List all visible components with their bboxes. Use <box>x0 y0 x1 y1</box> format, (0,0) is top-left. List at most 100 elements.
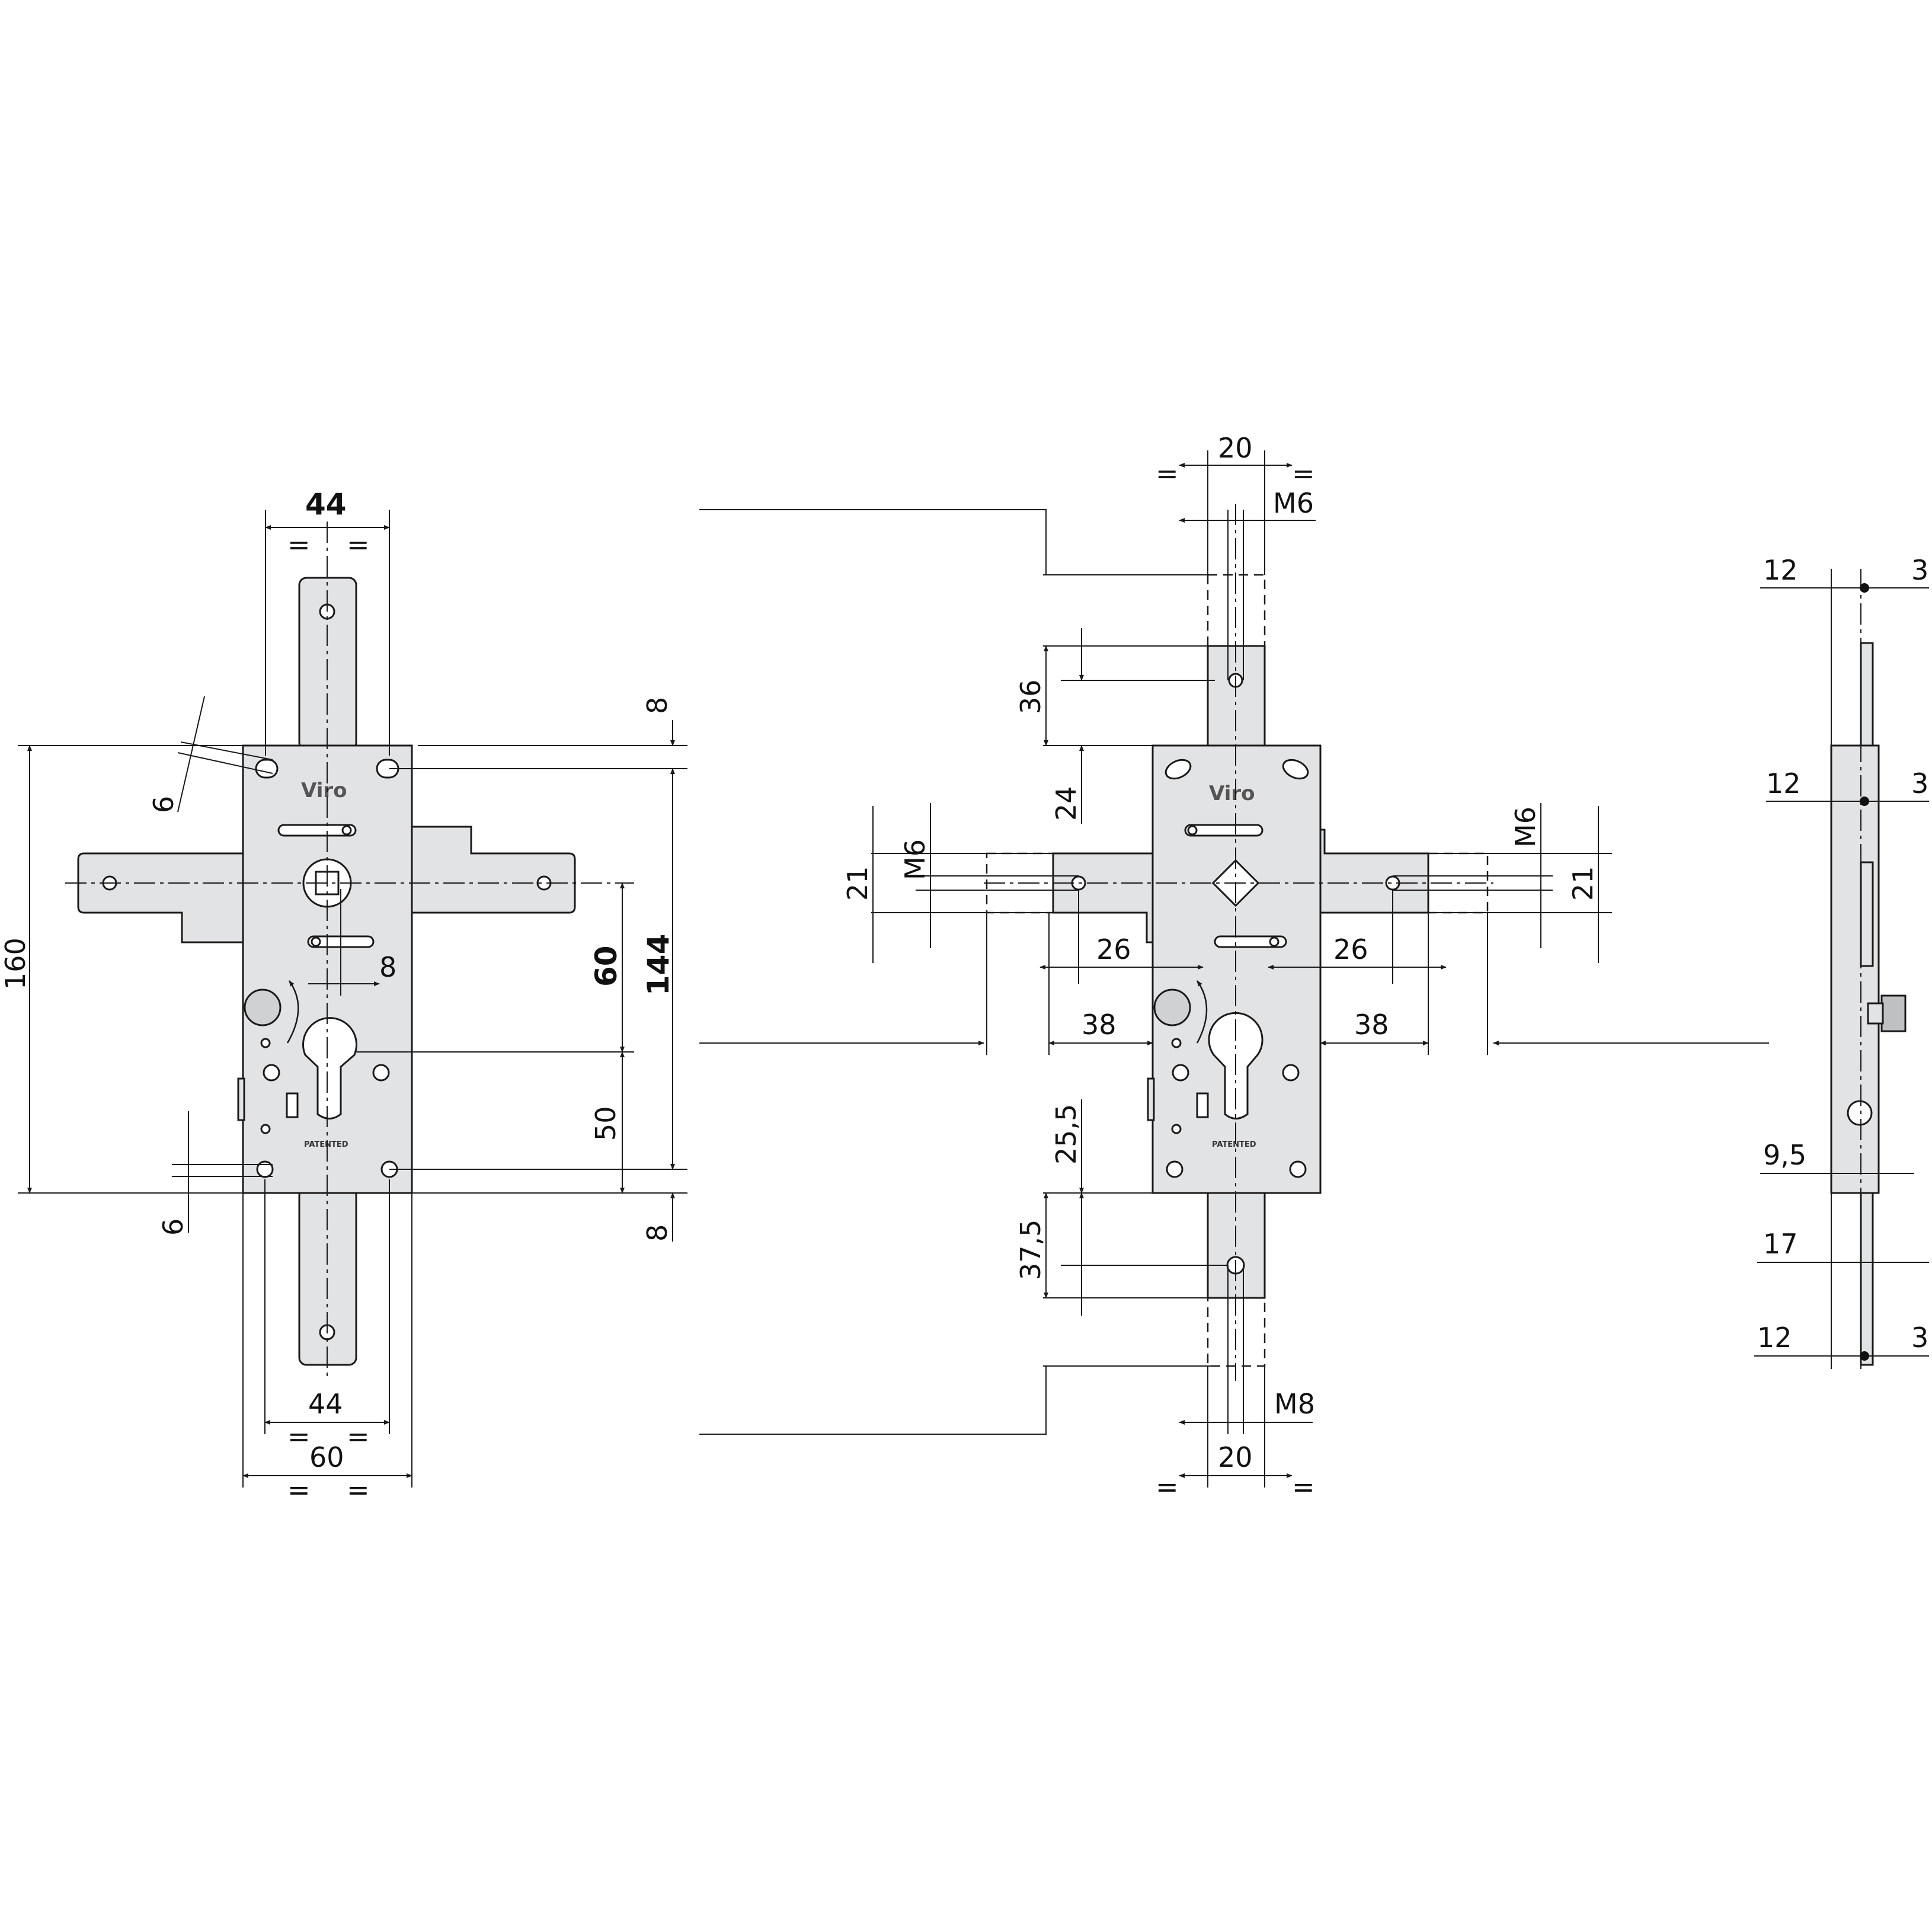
front-latch-notch <box>286 1092 299 1118</box>
front-equal-b3: = <box>287 1474 311 1506</box>
front-dim-160: 160 <box>0 938 31 990</box>
middle-dim-m8: M8 <box>1274 1388 1315 1420</box>
side-screw-head <box>1847 1100 1873 1126</box>
front-equal-b4: = <box>347 1474 370 1506</box>
side-case <box>1830 744 1880 1194</box>
middle-lower-slot <box>1214 935 1287 948</box>
side-point-3 <box>1860 1351 1869 1361</box>
middle-dim-20-bottom: 20 <box>1218 1441 1253 1473</box>
middle-left-bolt <box>1052 852 1160 943</box>
side-point-2 <box>1860 797 1869 806</box>
middle-bottom-rod-extended <box>1207 1297 1266 1367</box>
front-equal-b2: = <box>347 1421 370 1453</box>
side-knob <box>1880 994 1907 1032</box>
middle-equal-b-l: = <box>1156 1471 1179 1503</box>
middle-dim-21-left: 21 <box>842 866 874 901</box>
front-dim-8-top: 8 <box>641 697 673 714</box>
middle-dim-36: 36 <box>1015 679 1047 714</box>
front-dim-60: 60 <box>589 945 623 987</box>
middle-thumb-turn <box>1153 989 1191 1026</box>
front-dim-8-spindle: 8 <box>379 951 396 983</box>
front-rotation-arrow <box>286 980 299 1044</box>
side-dim-17: 17 <box>1763 1228 1798 1260</box>
front-hole-left-mid <box>263 1064 280 1082</box>
middle-patented-stamp: PATENTED <box>1212 1140 1256 1149</box>
front-equal-b1: = <box>287 1421 311 1453</box>
view-connectors <box>699 509 1769 1435</box>
middle-rotation-arrow <box>1196 980 1208 1044</box>
front-small-hole-b <box>311 936 321 947</box>
front-hole-right-mid <box>372 1064 390 1082</box>
middle-oval-left <box>1165 759 1192 780</box>
side-knob-stem <box>1867 1002 1884 1025</box>
front-slot-ext-2 <box>177 752 273 774</box>
middle-dim-38-left: 38 <box>1082 1009 1117 1041</box>
side-top-rod <box>1860 642 1874 748</box>
middle-hole-left-mid <box>1172 1064 1189 1082</box>
middle-dim-21-right: 21 <box>1567 866 1599 901</box>
side-dim-12-c: 12 <box>1757 1322 1792 1354</box>
middle-equal-top-l: = <box>1156 458 1179 490</box>
middle-dim-26-right: 26 <box>1333 933 1368 965</box>
middle-dim-37-5: 37,5 <box>1015 1220 1047 1280</box>
front-equal-top-left: = <box>287 529 311 561</box>
side-dim-3-b: 3 <box>1911 767 1928 799</box>
front-dim-8-bottom: 8 <box>641 1224 673 1242</box>
middle-small-hole-b <box>1269 936 1280 947</box>
front-left-bolt <box>77 852 250 943</box>
connector-top <box>699 509 1047 575</box>
front-brand-logo: Viro <box>301 779 347 802</box>
front-hole-small-left <box>260 1038 271 1048</box>
middle-bottom-screw-right <box>1289 1160 1307 1178</box>
side-view: 12 3 12 3 9,5 17 12 3 <box>1754 554 1929 1369</box>
front-slot-hole-left <box>255 759 279 779</box>
side-dim-9-5: 9,5 <box>1763 1139 1806 1171</box>
front-case-edge <box>237 1077 245 1121</box>
side-bolt-window <box>1860 861 1874 967</box>
front-dim-44-bottom: 44 <box>308 1388 343 1420</box>
middle-dim-20-top: 20 <box>1218 432 1253 464</box>
front-right-bolt <box>408 826 576 914</box>
middle-upper-slot <box>1184 824 1264 837</box>
middle-dim-24: 24 <box>1050 786 1082 821</box>
middle-dim-m6-top: M6 <box>1273 487 1314 519</box>
middle-hole-small-left-b <box>1171 1124 1182 1134</box>
middle-dim-25-5: 25,5 <box>1050 1104 1082 1165</box>
middle-equal-top-r: = <box>1292 458 1315 490</box>
connector-bottom <box>699 1366 1047 1435</box>
side-point-1 <box>1860 583 1869 593</box>
front-cylinder-hole <box>302 1017 357 1119</box>
middle-dim-m6-left: M6 <box>899 839 931 880</box>
front-thumb-turn <box>244 989 282 1026</box>
middle-right-bolt <box>1312 829 1429 914</box>
middle-bottom-screw-left <box>1166 1160 1183 1178</box>
middle-dim-m6-right: M6 <box>1509 807 1541 847</box>
front-bottom-screw-left <box>256 1160 274 1178</box>
front-view: Viro PATENTED 44 = = <box>0 487 687 1506</box>
middle-hole-small-left <box>1171 1038 1182 1048</box>
front-dim-50: 50 <box>590 1106 622 1141</box>
middle-brand-logo: Viro <box>1209 782 1255 805</box>
front-dim-6-bottom: 6 <box>157 1218 189 1236</box>
side-dim-12-a: 12 <box>1763 554 1798 586</box>
middle-view: Viro PATENTED 20 = = M6 <box>842 432 1612 1503</box>
middle-case-edge <box>1147 1077 1155 1121</box>
front-equal-top-right: = <box>347 529 370 561</box>
middle-hole-right-mid <box>1282 1064 1300 1082</box>
side-dim-12-b: 12 <box>1766 767 1801 799</box>
front-dim-60-bottom: 60 <box>309 1441 344 1473</box>
front-patented-stamp: PATENTED <box>304 1140 348 1149</box>
front-dim-144: 144 <box>641 934 676 996</box>
middle-dim-38-right: 38 <box>1354 1009 1389 1041</box>
side-dim-3-a: 3 <box>1911 554 1928 586</box>
side-bottom-rod <box>1860 1192 1874 1366</box>
middle-top-rod <box>1207 645 1266 751</box>
front-slot-dimline <box>177 696 205 813</box>
front-dim-6-top: 6 <box>148 796 180 813</box>
middle-latch-notch <box>1196 1092 1209 1118</box>
front-hole-small-left-b <box>260 1124 271 1134</box>
middle-small-hole-a <box>1187 825 1198 836</box>
middle-oval-right <box>1282 759 1309 780</box>
front-upper-slot <box>277 824 357 837</box>
middle-dim-26-left: 26 <box>1096 933 1131 965</box>
